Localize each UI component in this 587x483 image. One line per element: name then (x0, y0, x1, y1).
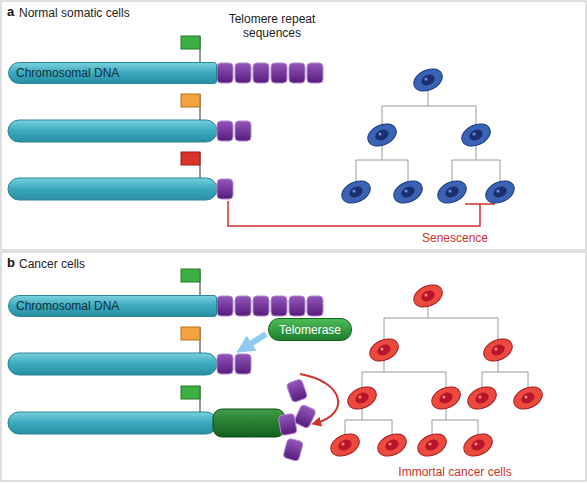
extension-arrow (300, 374, 338, 423)
cancer-cell (510, 383, 546, 414)
chromosome-bar (8, 353, 217, 375)
cancer-cell (366, 335, 402, 366)
outcome-label: Senescence (405, 231, 505, 245)
telomere-repeat (235, 354, 251, 374)
telomere-repeat (286, 379, 308, 403)
telomerase-enzyme (213, 409, 285, 437)
telomerase-pill: Telomerase (268, 318, 352, 341)
telomere-repeat (217, 179, 233, 199)
telomere-repeat (307, 63, 323, 83)
telomerase-arrow (244, 334, 266, 348)
telomere-repeat (253, 63, 269, 83)
flag (181, 269, 200, 282)
cancer-cell (460, 430, 496, 461)
normal-cell (434, 177, 470, 208)
cancer-cell (414, 430, 450, 461)
chromosome-bar: Chromosomal DNA (8, 295, 217, 317)
node-text: Chromosomal DNA (16, 299, 119, 313)
node-text: Telomerase (279, 323, 341, 337)
node-text: Chromosomal DNA (16, 66, 119, 80)
cancer-cell (327, 430, 363, 461)
flag (181, 327, 200, 340)
telomere-repeat (283, 438, 304, 461)
telomere-repeat (235, 63, 251, 83)
callout-label: Telomere repeat sequences (222, 12, 322, 40)
chromosome-bar (8, 120, 217, 142)
telomere-repeat (289, 63, 305, 83)
cancer-cell (464, 383, 500, 414)
flag (181, 94, 200, 107)
telomere-repeat (289, 296, 305, 316)
panel-frame (1, 252, 586, 481)
panel-letter: a (7, 5, 19, 19)
normal-cell (410, 65, 446, 96)
chromosome-bar: Chromosomal DNA (8, 62, 217, 84)
outcome-label: Immortal cancer cells (380, 465, 530, 479)
normal-cell (458, 120, 494, 151)
flag (181, 36, 200, 49)
panel-letter: b (7, 256, 19, 270)
telomere-repeat (217, 63, 233, 83)
telomere-repeat (253, 296, 269, 316)
normal-cell (364, 120, 400, 151)
normal-cell (390, 177, 426, 208)
lineage-line (345, 307, 528, 434)
telomere-repeat (217, 296, 233, 316)
cancer-cell (480, 335, 516, 366)
panel-frame (1, 1, 586, 250)
cancer-cell (374, 430, 410, 461)
panel-title: Normal somatic cells (19, 6, 179, 20)
panel-title: Cancer cells (19, 257, 179, 271)
chromosome-bar (8, 412, 217, 434)
chromosome-bar (8, 178, 217, 200)
senescence-line (228, 201, 495, 226)
flag (181, 152, 200, 165)
telomere-repeat (294, 404, 317, 429)
telomere-repeat (278, 413, 297, 435)
lineage-line (356, 91, 500, 182)
cancer-cell (410, 281, 446, 312)
telomere-repeat (235, 121, 251, 141)
telomere-repeat (271, 63, 287, 83)
telomere-repeat (307, 296, 323, 316)
telomere-repeat (271, 296, 287, 316)
normal-cell (482, 177, 518, 208)
flag (181, 386, 200, 399)
telomere-repeat (217, 121, 233, 141)
cancer-cell (428, 383, 464, 414)
flag (200, 36, 201, 412)
normal-cell (338, 177, 374, 208)
telomere-repeat (235, 296, 251, 316)
cancer-cell (344, 383, 380, 414)
telomere-repeat (217, 354, 233, 374)
